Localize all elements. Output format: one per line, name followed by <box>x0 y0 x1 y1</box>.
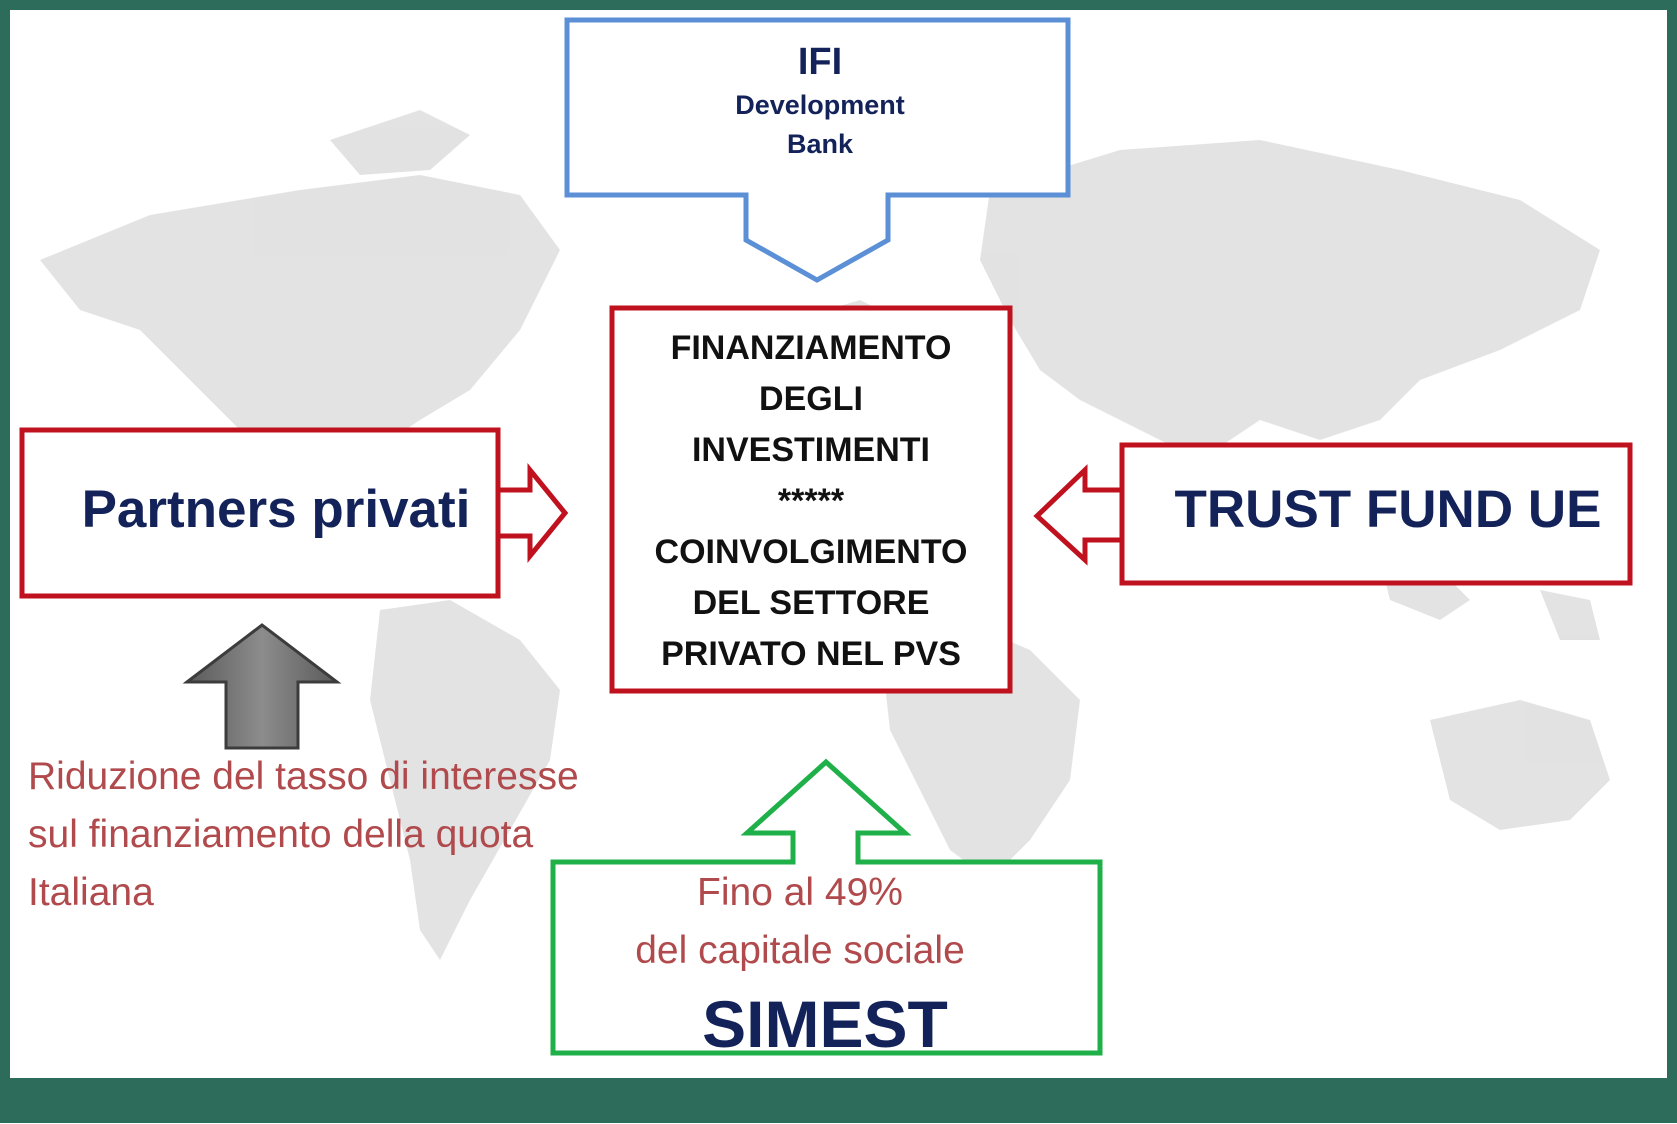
simest-percentage: Fino al 49% <box>697 871 903 914</box>
ifi-subtitle: Development Bank <box>735 89 905 159</box>
ifi-title: IFI <box>797 41 843 83</box>
right-arrow-icon <box>495 462 569 564</box>
reduction-note: Riduzione del tasso di interesse sul fin… <box>28 748 678 922</box>
trust-fund-box <box>1119 442 1633 586</box>
footer-bar <box>10 1078 1667 1118</box>
left-arrow-icon <box>1033 464 1125 566</box>
partners-label: Partners privati <box>81 480 471 539</box>
center-line: COINVOLGIMENTO <box>654 533 968 571</box>
simest-name: SIMEST <box>702 987 948 1061</box>
center-line: PRIVATO NEL PVS <box>661 635 961 673</box>
center-line: FINANZIAMENTO <box>670 329 952 367</box>
center-line: INVESTIMENTI <box>691 431 931 469</box>
center-text: FINANZIAMENTO DEGLI INVESTIMENTI ***** C… <box>612 323 1010 680</box>
trust-fund-label: TRUST FUND UE <box>1174 480 1602 539</box>
reduction-line: Riduzione del tasso di interesse <box>28 755 579 798</box>
arrow-up-icon <box>182 623 342 750</box>
simest-arrow-shape <box>550 758 1103 1056</box>
reduction-line: Italiana <box>28 871 154 914</box>
reduction-line: sul finanziamento della quota <box>28 813 534 856</box>
simest-capital: del capitale sociale <box>635 929 965 972</box>
partners-box <box>19 427 501 599</box>
ifi-arrow-shape <box>564 17 1071 283</box>
center-line: DEL SETTORE <box>692 584 930 622</box>
world-map-icon <box>40 110 1610 960</box>
center-line: DEGLI <box>759 380 863 418</box>
center-separator: ***** <box>777 482 845 520</box>
center-box <box>609 305 1013 694</box>
ifi-label: IFI Development Bank <box>560 40 1080 164</box>
